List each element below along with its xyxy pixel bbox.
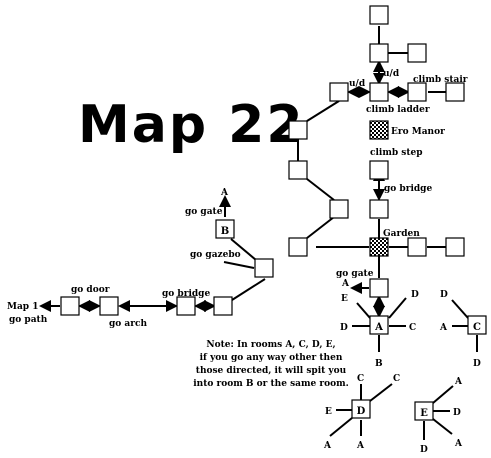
label-go-arch: go arch — [109, 319, 147, 329]
room-ladder — [369, 82, 389, 102]
label-go-gazebo: go gazebo — [190, 250, 241, 260]
dir-A-d1: A — [323, 441, 332, 451]
label-go-gate-mid: go gate — [336, 269, 374, 279]
note-line-2: if you go any way other then — [200, 353, 343, 363]
dir-E-d: E — [325, 407, 332, 417]
map-title: Map 22 — [78, 95, 305, 155]
label-ud-left: u/d — [349, 79, 366, 89]
room-stair — [407, 82, 427, 102]
label-go-path: go path — [9, 315, 48, 325]
rooms — [60, 5, 487, 421]
dir-C-out1: C — [409, 323, 416, 333]
dir-A-top: A — [220, 188, 229, 198]
label-ud-top: u/d — [383, 69, 400, 79]
dir-A-e1: A — [454, 377, 463, 387]
room-top — [369, 5, 389, 25]
room-arch-left — [99, 296, 119, 316]
dir-A-d2: A — [356, 441, 365, 451]
room-arch-right — [176, 296, 196, 316]
label-go-bridge-left: go bridge — [162, 289, 210, 299]
dir-D-e: D — [453, 408, 461, 418]
room-door — [60, 296, 80, 316]
dir-A-e2: A — [454, 439, 463, 449]
label-ero-manor: Ero Manor — [391, 127, 445, 137]
label-go-gate-left: go gate — [185, 207, 223, 217]
room-gazebo — [254, 258, 274, 278]
label-map1: Map 1 — [7, 302, 38, 312]
label-climb-stair: climb stair — [413, 75, 468, 85]
room-A-label: A — [374, 322, 383, 333]
note-line-3: those directed, it will spit you — [196, 366, 347, 376]
room-stair-right — [445, 82, 465, 102]
room-west4 — [288, 237, 308, 257]
room-C — [467, 315, 487, 335]
label-go-bridge-mid: go bridge — [384, 184, 432, 194]
room-west1 — [288, 120, 308, 140]
room-ero-manor — [369, 120, 389, 140]
dir-E-out: E — [341, 294, 348, 304]
room-E — [414, 401, 434, 421]
room-E-label: E — [420, 408, 428, 419]
dir-A-out: A — [341, 279, 350, 289]
label-climb-step: climb step — [370, 148, 423, 158]
room-B — [215, 219, 235, 239]
dir-B-out: B — [375, 359, 383, 369]
room-bridge — [369, 199, 389, 219]
room-D-label: D — [357, 406, 366, 417]
room-garden — [369, 237, 389, 257]
note-line-1: Note: In rooms A, C, D, E, — [206, 340, 335, 350]
room-west2 — [288, 160, 308, 180]
room-side — [407, 43, 427, 63]
dir-D-c2: D — [473, 359, 481, 369]
dir-D-e2: D — [420, 445, 428, 455]
room-bridge-left — [213, 296, 233, 316]
room-gate — [369, 278, 389, 298]
note-line-4: into room B or the same room. — [193, 379, 349, 389]
connections — [39, 26, 478, 440]
room-B-label: B — [221, 226, 229, 237]
room-left-upper — [329, 82, 349, 102]
dir-A-c: A — [439, 323, 448, 333]
room-west3 — [329, 199, 349, 219]
dir-C-d1: C — [357, 374, 364, 384]
dir-D-out2: D — [340, 323, 348, 333]
dir-D-c1: D — [440, 290, 448, 300]
room-D — [351, 399, 371, 419]
room-A — [369, 315, 389, 335]
dir-D-out1: D — [411, 290, 419, 300]
label-go-door: go door — [71, 285, 110, 295]
label-climb-ladder: climb ladder — [366, 105, 430, 115]
dir-C-d2: C — [393, 374, 400, 384]
room-C-label: C — [473, 322, 481, 333]
room-ud — [369, 43, 389, 63]
room-climb-step — [369, 160, 389, 180]
room-east2 — [445, 237, 465, 257]
room-east1 — [407, 237, 427, 257]
label-garden: Garden — [383, 229, 420, 239]
